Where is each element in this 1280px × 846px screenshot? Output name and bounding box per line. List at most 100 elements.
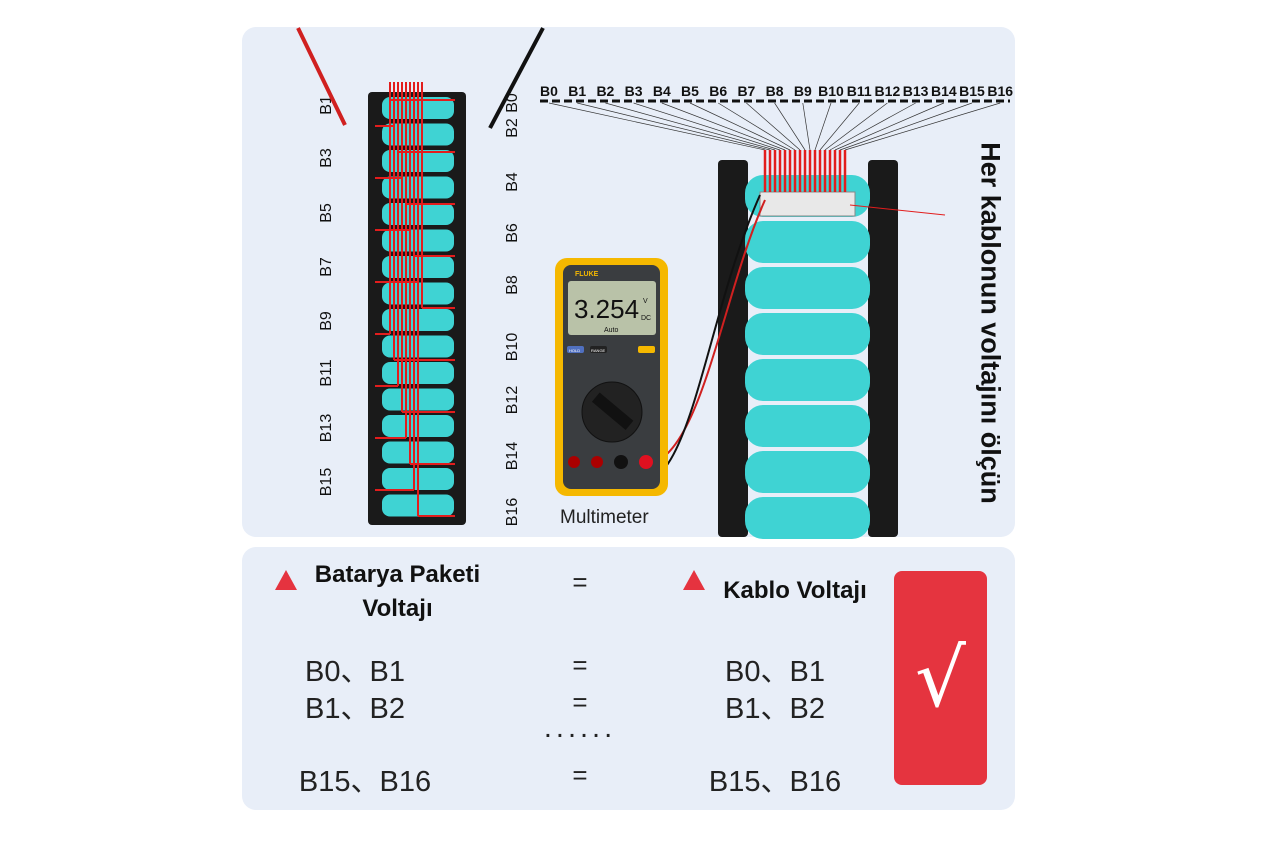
label-leader-line [839, 102, 973, 151]
row-equals: = [572, 650, 588, 680]
hold-button [567, 346, 584, 353]
wire-label: B7 [737, 83, 755, 99]
cell-label: B4 [504, 172, 521, 192]
header-equals: = [572, 567, 588, 597]
cell-label: B11 [318, 359, 335, 386]
wire-label: B11 [847, 83, 872, 99]
label-leader-line [577, 102, 771, 151]
ellipsis: ...... [543, 712, 617, 744]
left-battery-pack [368, 82, 466, 525]
battery-cell [745, 497, 870, 539]
multimeter-label: Multimeter [560, 507, 649, 528]
wire-label: B14 [931, 83, 957, 99]
pack-frame-right [868, 160, 898, 537]
bms-board [759, 191, 856, 217]
cell-label: B15 [318, 468, 335, 497]
label-leader-line [605, 102, 776, 151]
cell-label: B16 [504, 498, 521, 527]
check-badge: √ [894, 571, 987, 785]
cell-label: B6 [504, 223, 521, 243]
cell-label: B5 [318, 203, 335, 223]
wire-label: B10 [818, 83, 844, 99]
wire-label: B13 [903, 83, 929, 99]
label-leader-line [774, 102, 806, 151]
cell-label: B12 [504, 386, 521, 415]
battery-cell [745, 405, 870, 447]
label-leader-line [746, 102, 801, 151]
row-equals: = [572, 687, 588, 717]
wire-label: B2 [596, 83, 614, 99]
triangle-marker-icon [683, 570, 705, 590]
wire-label: B8 [766, 83, 784, 99]
triangle-marker-icon [275, 570, 297, 590]
battery-cell [745, 451, 870, 493]
cell-label: B9 [318, 311, 335, 331]
label-leader-line [802, 102, 811, 151]
label-leader-line [834, 102, 944, 151]
voltage-reading: 3.254 [574, 294, 639, 324]
cell-label: B0 [504, 93, 521, 113]
hold-label: HOLD [569, 348, 580, 353]
label-leader-line [814, 102, 832, 151]
label-leader-line [718, 102, 796, 151]
range-button [590, 346, 607, 353]
label-leader-line [689, 102, 791, 151]
row-left: B15、B16 [298, 766, 432, 798]
wire-label: B16 [987, 83, 1013, 99]
comparison-panel [242, 547, 1015, 810]
wire-label: B9 [794, 83, 812, 99]
cell-label: B14 [504, 442, 521, 471]
battery-cell [745, 359, 870, 401]
cell-label: B3 [318, 148, 335, 168]
pack-frame-left [718, 160, 748, 537]
brand-label: FLUKE [575, 271, 599, 278]
left-header-line2: Voltajı [362, 595, 433, 622]
left-pack-labels: B1B3B5B7B9B11B13B15B0B2B4B6B8B10B12B14B1… [318, 93, 521, 526]
row-right: B1、B2 [725, 693, 825, 725]
row-right: B0、B1 [725, 656, 825, 688]
check-icon: √ [915, 631, 966, 725]
wire-label: B5 [681, 83, 699, 99]
battery-cell [745, 267, 870, 309]
cell-label: B2 [504, 118, 521, 138]
wire-label: B12 [875, 83, 901, 99]
row-equals: = [572, 760, 588, 790]
left-header-line1: Batarya Paketi [314, 561, 481, 588]
wire-label: B15 [959, 83, 985, 99]
wire-label: B0 [540, 83, 558, 99]
range-label: Auto [604, 327, 619, 334]
probe-wire [849, 204, 946, 216]
label-leader-line [819, 102, 860, 151]
lcd-display [568, 281, 656, 335]
left-header: Batarya Paketi Voltajı [300, 558, 495, 626]
cell-label: B13 [318, 414, 335, 443]
function-button [638, 346, 655, 353]
range-button-label: RANGE [591, 348, 606, 353]
black-probe-icon [488, 27, 545, 129]
cell-label: B8 [504, 275, 521, 295]
wire-label: B3 [625, 83, 643, 99]
label-leader-line [824, 102, 888, 151]
mode-label: DC [641, 315, 651, 322]
label-leader-line [829, 102, 916, 151]
label-leader-line [661, 102, 786, 151]
instruction-label: Her kablonun voltajını ölçün [975, 141, 1006, 504]
red-probe-icon [296, 27, 347, 126]
unit-label: V [643, 298, 648, 305]
label-leader-line [548, 102, 766, 151]
label-leader-line [844, 102, 1001, 151]
instruction-text: Her kablonun voltajını ölçün [975, 110, 1006, 535]
row-left: B0、B1 [305, 656, 405, 688]
battery-cell [745, 221, 870, 263]
cell-label: B7 [318, 257, 335, 277]
wire-label: B1 [568, 83, 586, 99]
cell-label: B10 [504, 333, 521, 362]
row-right: B15、B16 [708, 766, 842, 798]
wire-label: B4 [653, 83, 671, 99]
multimeter: FLUKE 3.254 V DC Auto HOLD RANGE [555, 258, 668, 496]
right-battery-pack [718, 150, 946, 539]
row-left: B1、B2 [305, 693, 405, 725]
right-header: Kablo Voltajı [723, 577, 867, 604]
